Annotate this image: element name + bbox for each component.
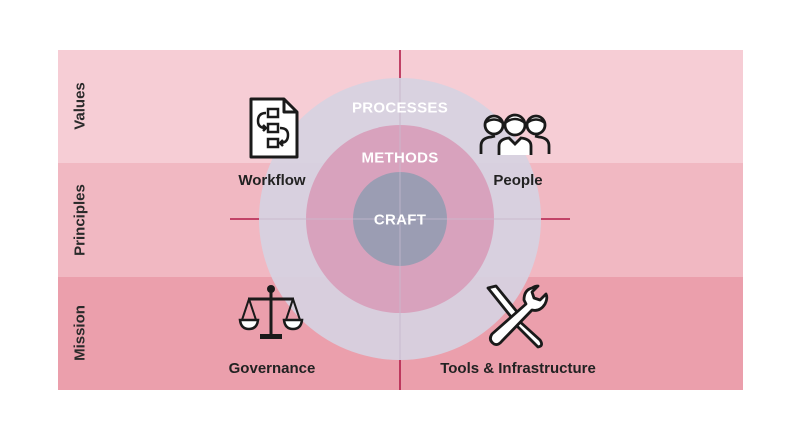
wrench-screwdriver-icon	[486, 284, 549, 349]
methods-label: METHODS	[361, 149, 439, 167]
scales-icon	[238, 285, 304, 339]
workflow-document-icon	[249, 97, 299, 159]
people-label: People	[493, 172, 543, 189]
processes-label: PROCESSES	[351, 99, 449, 117]
people-group-icon	[479, 113, 551, 155]
tools-infrastructure-label: Tools & Infrastructure	[440, 360, 596, 377]
craft-label: CRAFT	[373, 211, 427, 229]
workflow-label: Workflow	[238, 172, 306, 189]
governance-label: Governance	[228, 360, 316, 377]
